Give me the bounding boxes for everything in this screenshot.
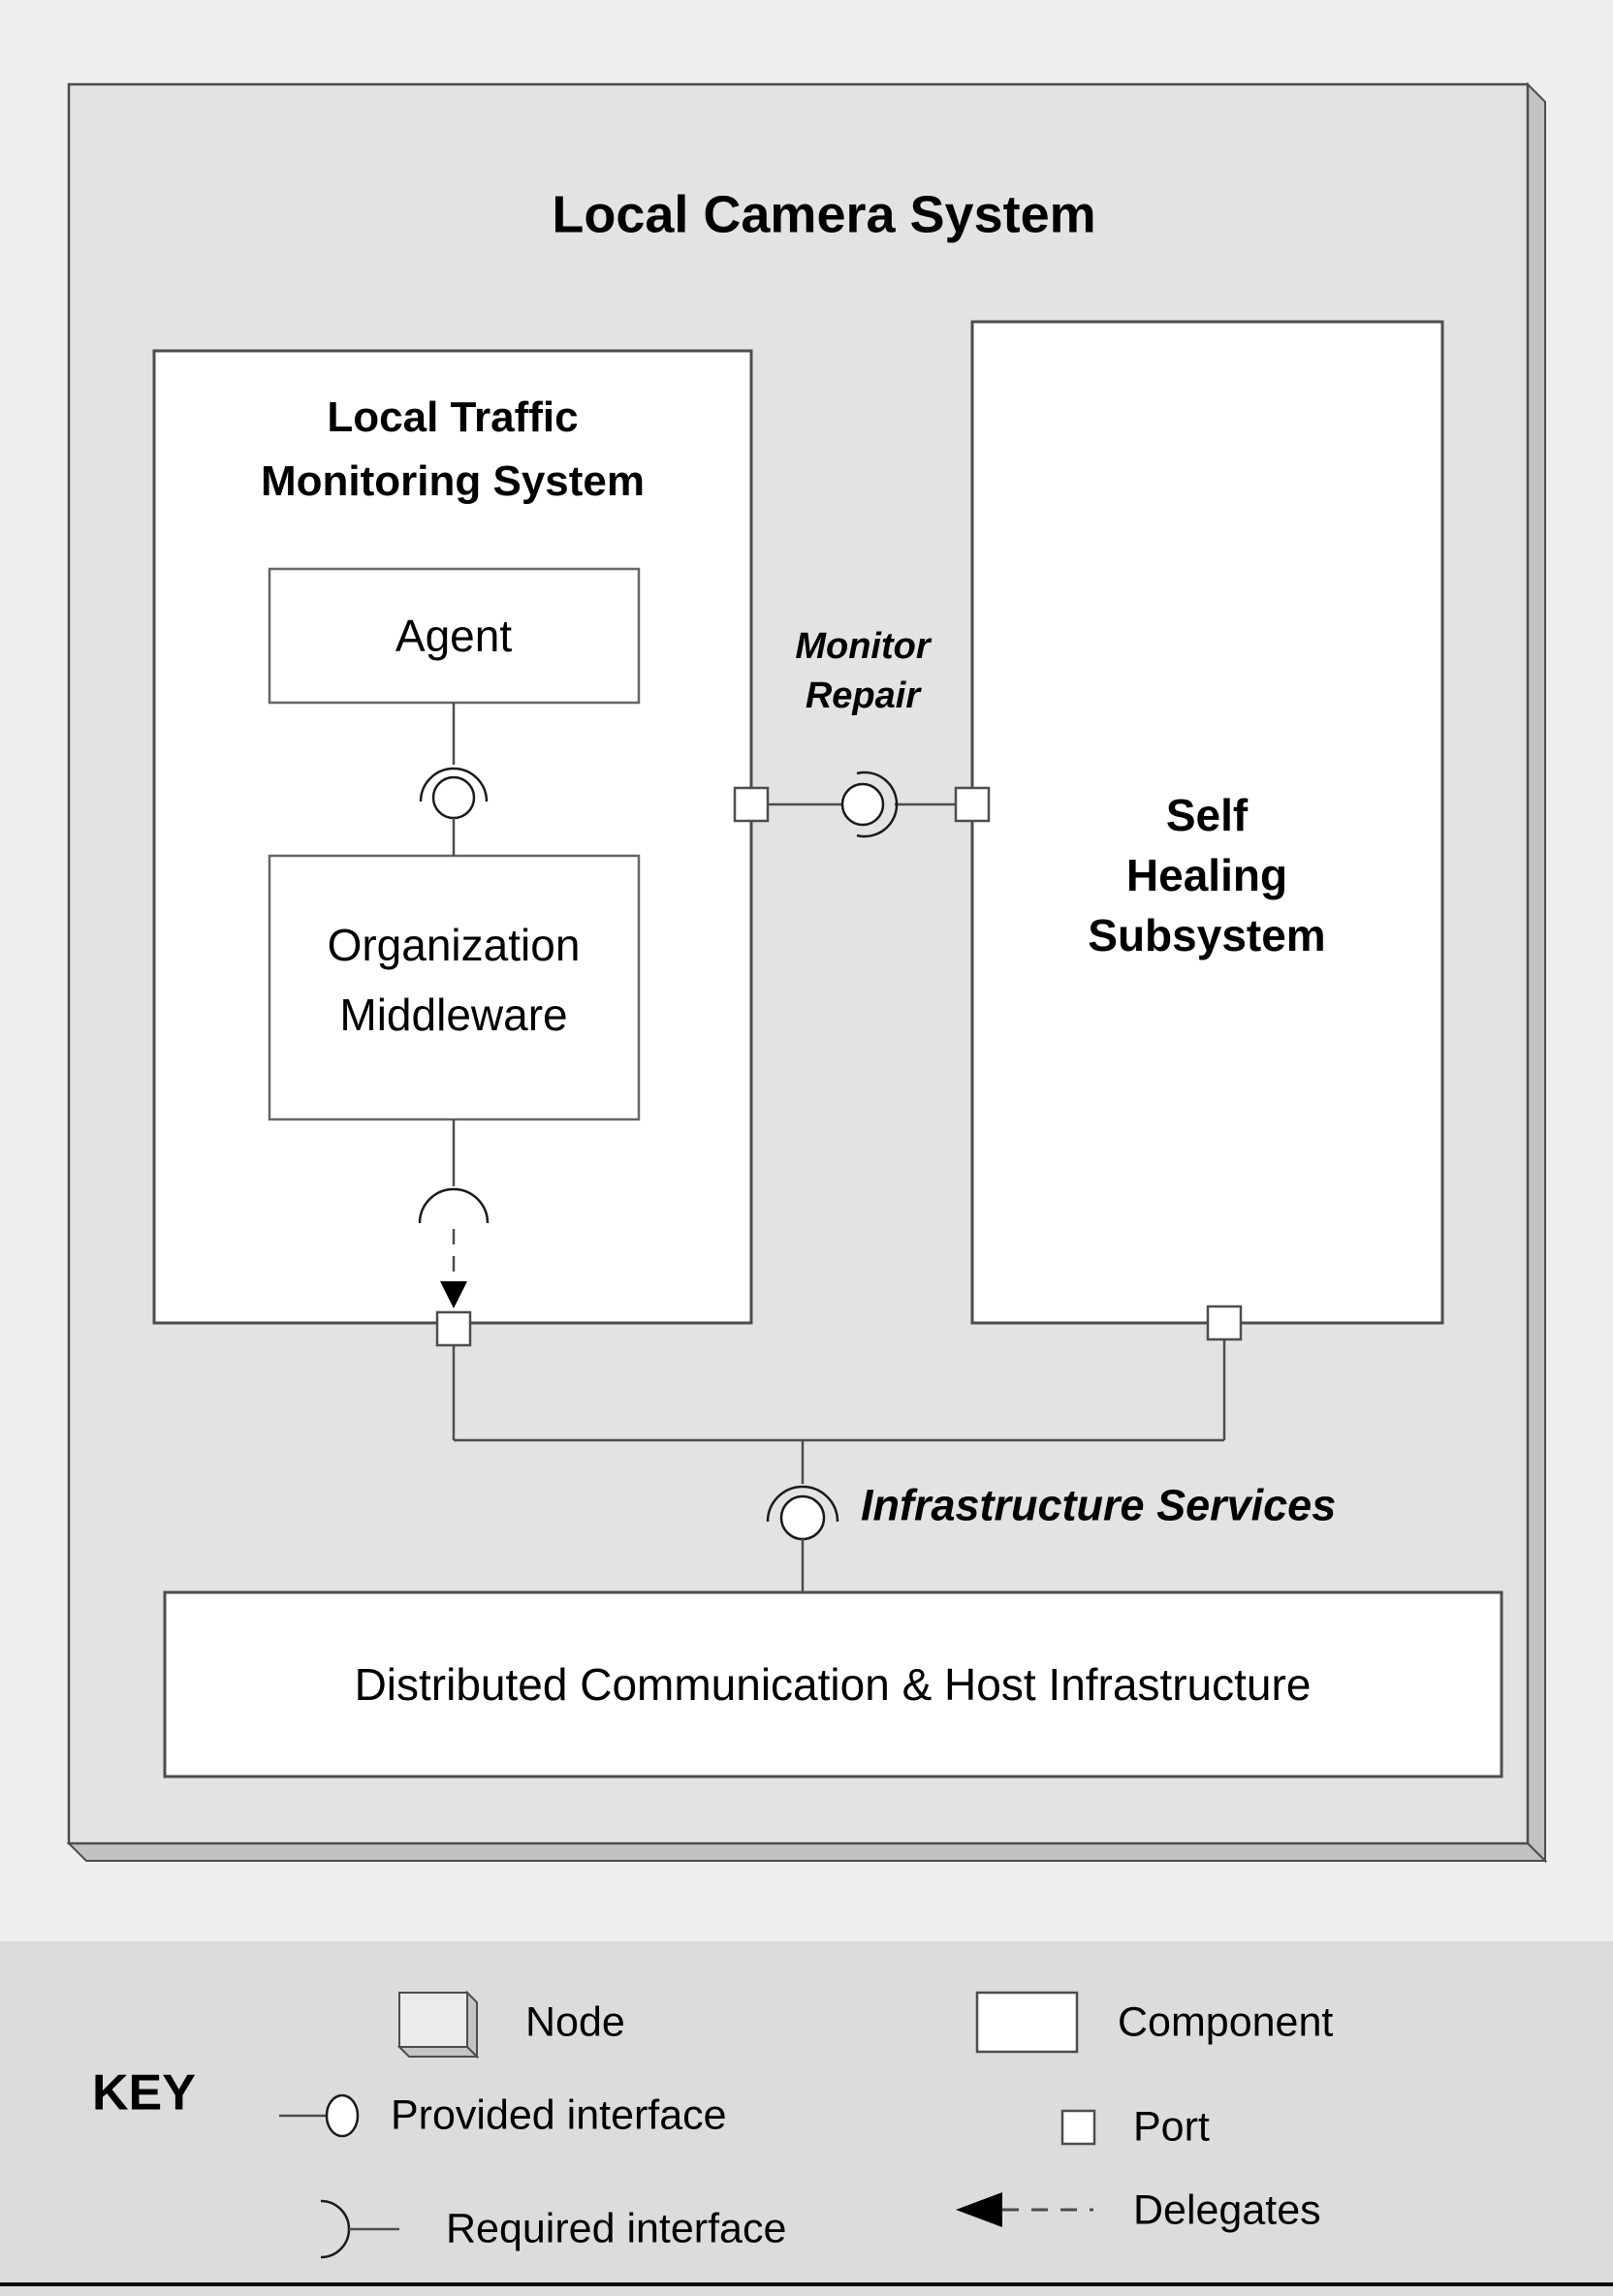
infrastructure-services-label: Infrastructure Services — [861, 1480, 1337, 1530]
shs-line1: Self — [1165, 789, 1249, 840]
delegates-arrowhead-icon — [440, 1281, 467, 1308]
middleware-delegation-connector — [418, 1119, 490, 1347]
dchi-label: Distributed Communication & Host Infrast… — [354, 1658, 1312, 1710]
required-interface-socket-icon — [418, 1187, 490, 1224]
monitor-repair-line1: Monitor — [795, 626, 931, 668]
agent-box — [268, 567, 641, 705]
required-interface-socket-icon — [856, 771, 899, 838]
provided-interface-ball-icon — [431, 775, 476, 820]
provided-interface-ball-icon — [779, 1494, 826, 1541]
middleware-line1: Organization — [327, 919, 581, 970]
key-required-interface-icon — [320, 2199, 399, 2259]
monitor-repair-line2: Repair — [805, 676, 921, 717]
ltms-bottom-port — [435, 1310, 472, 1347]
shs-line2: Healing — [1125, 849, 1288, 900]
shs-bottom-port — [1206, 1305, 1243, 1341]
provided-interface-ball-icon — [840, 782, 885, 827]
shs-line3: Subsystem — [1088, 909, 1326, 960]
infrastructure-services-connector — [452, 1305, 1243, 1592]
key-port-label: Port — [1133, 2103, 1210, 2151]
node-right-face — [1527, 81, 1546, 1864]
key-panel — [0, 1941, 1613, 2296]
shs-left-port — [954, 786, 991, 823]
key-port-icon — [1060, 2109, 1096, 2146]
distributed-communication-host-infrastructure-box — [163, 1590, 1503, 1778]
node-title: Local Camera System — [552, 185, 1096, 244]
required-interface-socket-icon — [766, 1485, 839, 1523]
ltms-right-port — [733, 786, 770, 823]
delegates-arrowhead-icon — [956, 2192, 1002, 2227]
key-node-label: Node — [525, 1998, 625, 2046]
key-delegates-label: Delegates — [1133, 2186, 1321, 2234]
middleware-line2: Middleware — [339, 989, 568, 1040]
key-required-label: Required interface — [446, 2205, 787, 2252]
key-title: KEY — [92, 2064, 196, 2122]
self-healing-subsystem-box — [970, 320, 1444, 1325]
key-node-icon — [396, 1990, 480, 2060]
key-panel-bottom-border — [0, 2282, 1613, 2286]
key-component-label: Component — [1118, 1998, 1334, 2046]
node-bottom-face — [66, 1842, 1548, 1862]
monitor-repair-connector — [733, 771, 991, 838]
required-interface-socket-icon — [419, 767, 489, 802]
key-provided-interface-icon — [279, 2093, 360, 2138]
ltms-title-line2: Monitoring System — [260, 456, 646, 505]
key-component-icon — [975, 1991, 1079, 2054]
agent-label: Agent — [395, 610, 513, 661]
key-provided-label: Provided interface — [391, 2092, 727, 2139]
agent-middleware-connector — [419, 703, 489, 856]
organization-middleware-box — [268, 854, 641, 1121]
ltms-title-line1: Local Traffic — [327, 393, 579, 441]
key-delegates-icon — [956, 2192, 1093, 2227]
